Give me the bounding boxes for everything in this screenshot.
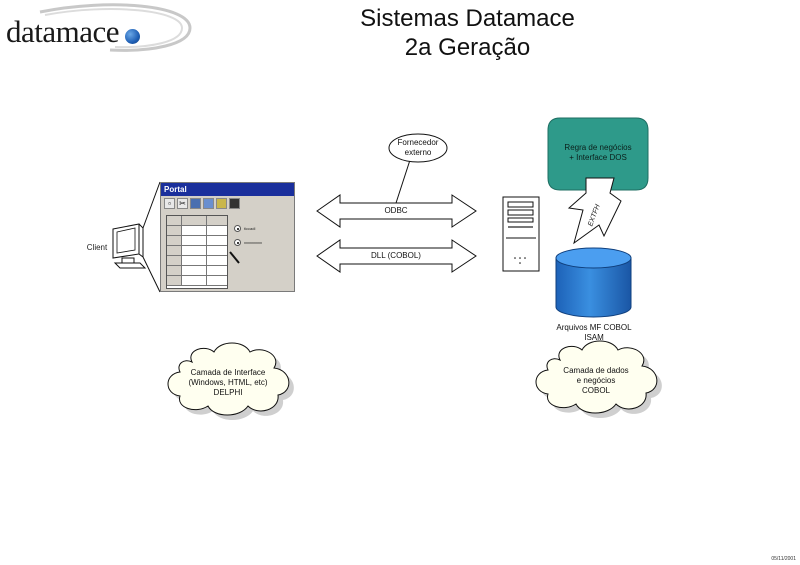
cloud-data-line1: Camada de dados (563, 366, 629, 375)
business-rules-line1: Regra de negócios (564, 143, 632, 152)
radio-option-2-label: xxxxxxxxx (244, 240, 262, 245)
cloud-data-line2: e negócios (576, 376, 616, 385)
database-cylinder-icon (555, 247, 632, 318)
supplier-line1: Fornecedor (397, 138, 439, 147)
radio-option-2[interactable] (234, 239, 241, 246)
cloud-data-line3: COBOL (581, 386, 610, 395)
logo-text: datamace (6, 14, 120, 49)
save-icon[interactable] (229, 198, 240, 209)
pointer-icon (229, 251, 240, 264)
open-folder-icon[interactable] (216, 198, 227, 209)
datamace-logo: datamace (0, 0, 200, 60)
supplier-ellipse (388, 133, 448, 163)
business-rules-box (547, 117, 649, 191)
client-label: Client (86, 243, 108, 252)
business-rules-line2: + Interface DOS (569, 153, 627, 162)
portal-grid[interactable] (166, 215, 228, 289)
dll-label: DLL (COBOL) (371, 251, 421, 260)
odbc-label: ODBC (384, 206, 408, 215)
copy-icon[interactable] (190, 198, 201, 209)
paste-icon[interactable] (203, 198, 214, 209)
cloud-data-label: Camada de dados e negócios COBOL (544, 366, 648, 396)
footer-date: 05/11/2001 (771, 556, 796, 562)
server-tower-icon (502, 196, 540, 272)
logo-swoosh (39, 3, 192, 52)
extfh-arrow (567, 177, 622, 245)
database-line2: ISAM (584, 333, 604, 342)
database-line1: Arquivos MF COBOL (556, 323, 632, 332)
radio-option-1[interactable] (234, 225, 241, 232)
logo-dot (125, 29, 140, 44)
supplier-line2: externo (404, 148, 432, 157)
page-title-line2: 2a Geração (404, 34, 531, 61)
odbc-double-arrow (316, 194, 477, 228)
scissors-icon[interactable]: ✂ (177, 198, 188, 209)
dll-double-arrow (316, 239, 477, 273)
database-label: Arquivos MF COBOL ISAM (545, 323, 643, 343)
radio-option-1-label: ticcadl (244, 226, 256, 231)
portal-toolbar: ▫ ✂ (161, 196, 294, 211)
cloud-data (535, 340, 662, 418)
portal-titlebar: Portal (161, 183, 294, 196)
cloud-interface-line1: Camada de Interface (190, 368, 266, 377)
page-title-line1: Sistemas Datamace (360, 5, 575, 32)
supplier-connector (395, 159, 411, 204)
cloud-interface (167, 342, 294, 420)
client-link-bottom (142, 256, 161, 293)
supplier-label: Fornecedor externo (392, 138, 444, 158)
business-rules-label: Regra de negócios + Interface DOS (550, 143, 646, 163)
client-computer-icon (112, 223, 147, 269)
cloud-interface-label: Camada de Interface (Windows, HTML, etc)… (176, 368, 280, 398)
cloud-interface-line3: DELPHI (213, 388, 243, 397)
cloud-interface-line2: (Windows, HTML, etc) (188, 378, 268, 387)
portal-window: Portal ▫ ✂ ticcadl xxxxxxxxx (160, 182, 295, 292)
client-link-top (142, 181, 161, 229)
new-doc-icon[interactable]: ▫ (164, 198, 175, 209)
